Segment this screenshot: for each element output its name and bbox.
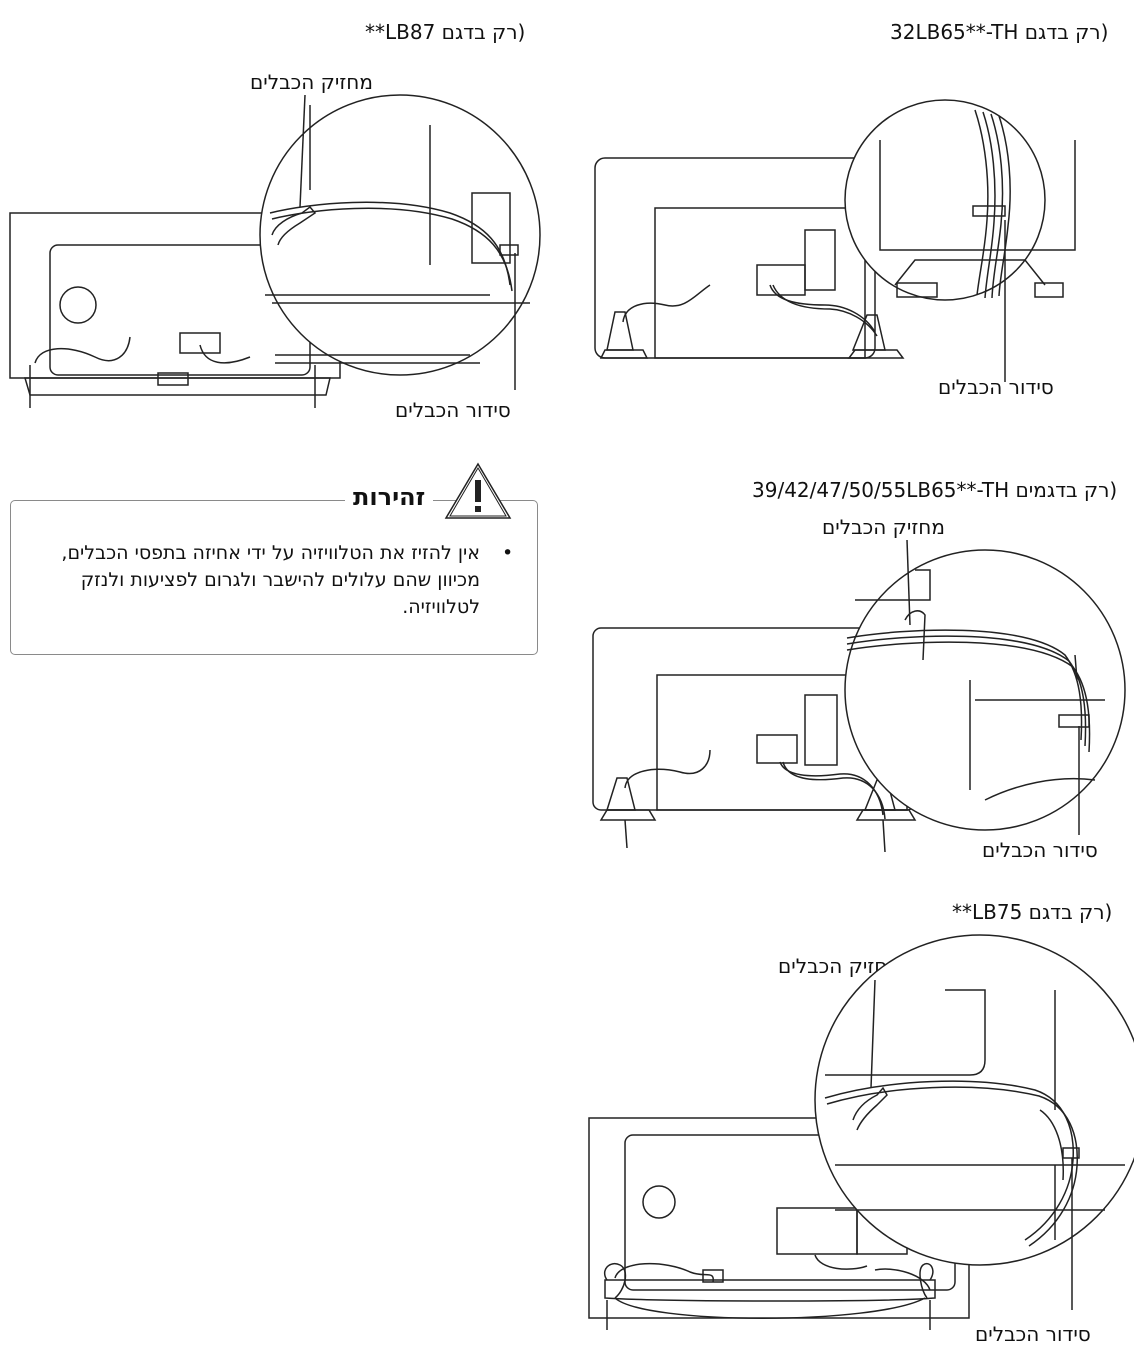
- tv-back-diagram-lb75: [585, 980, 1134, 1340]
- model-label-lb75: (רק בדגם LB75**: [952, 900, 1113, 924]
- cable-management-label-2: סידור הכבלים: [395, 398, 511, 422]
- caution-box: [10, 500, 538, 655]
- caution-title: זהירות: [345, 482, 434, 512]
- warning-triangle-icon: [442, 460, 514, 522]
- model-label-39-55lb65: (רק בדגמים 39/42/47/50/55LB65**-TH: [752, 478, 1118, 502]
- tv-back-diagram-32lb65: [585, 100, 1105, 380]
- cable-management-label-1: סידור הכבלים: [938, 375, 1054, 399]
- cable-holder-label-2: מחזיק הכבלים: [822, 515, 945, 539]
- cable-management-label-3: סידור הכבלים: [982, 838, 1098, 862]
- caution-bullet: •: [502, 542, 514, 564]
- model-label-32lb65: (רק בדגם 32LB65**-TH: [890, 20, 1109, 44]
- tv-back-diagram-39-55lb65: [585, 540, 1125, 855]
- tv-back-diagram-lb87: [10, 95, 540, 410]
- cable-holder-label-1: מחזיק הכבלים: [250, 70, 373, 94]
- cable-management-label-4: סידור הכבלים: [975, 1322, 1091, 1346]
- caution-text: אין להזיז את הטלוויזיה על ידי אחיזה בתפס…: [61, 542, 480, 618]
- model-label-lb87: (רק בדגם LB87**: [365, 20, 526, 44]
